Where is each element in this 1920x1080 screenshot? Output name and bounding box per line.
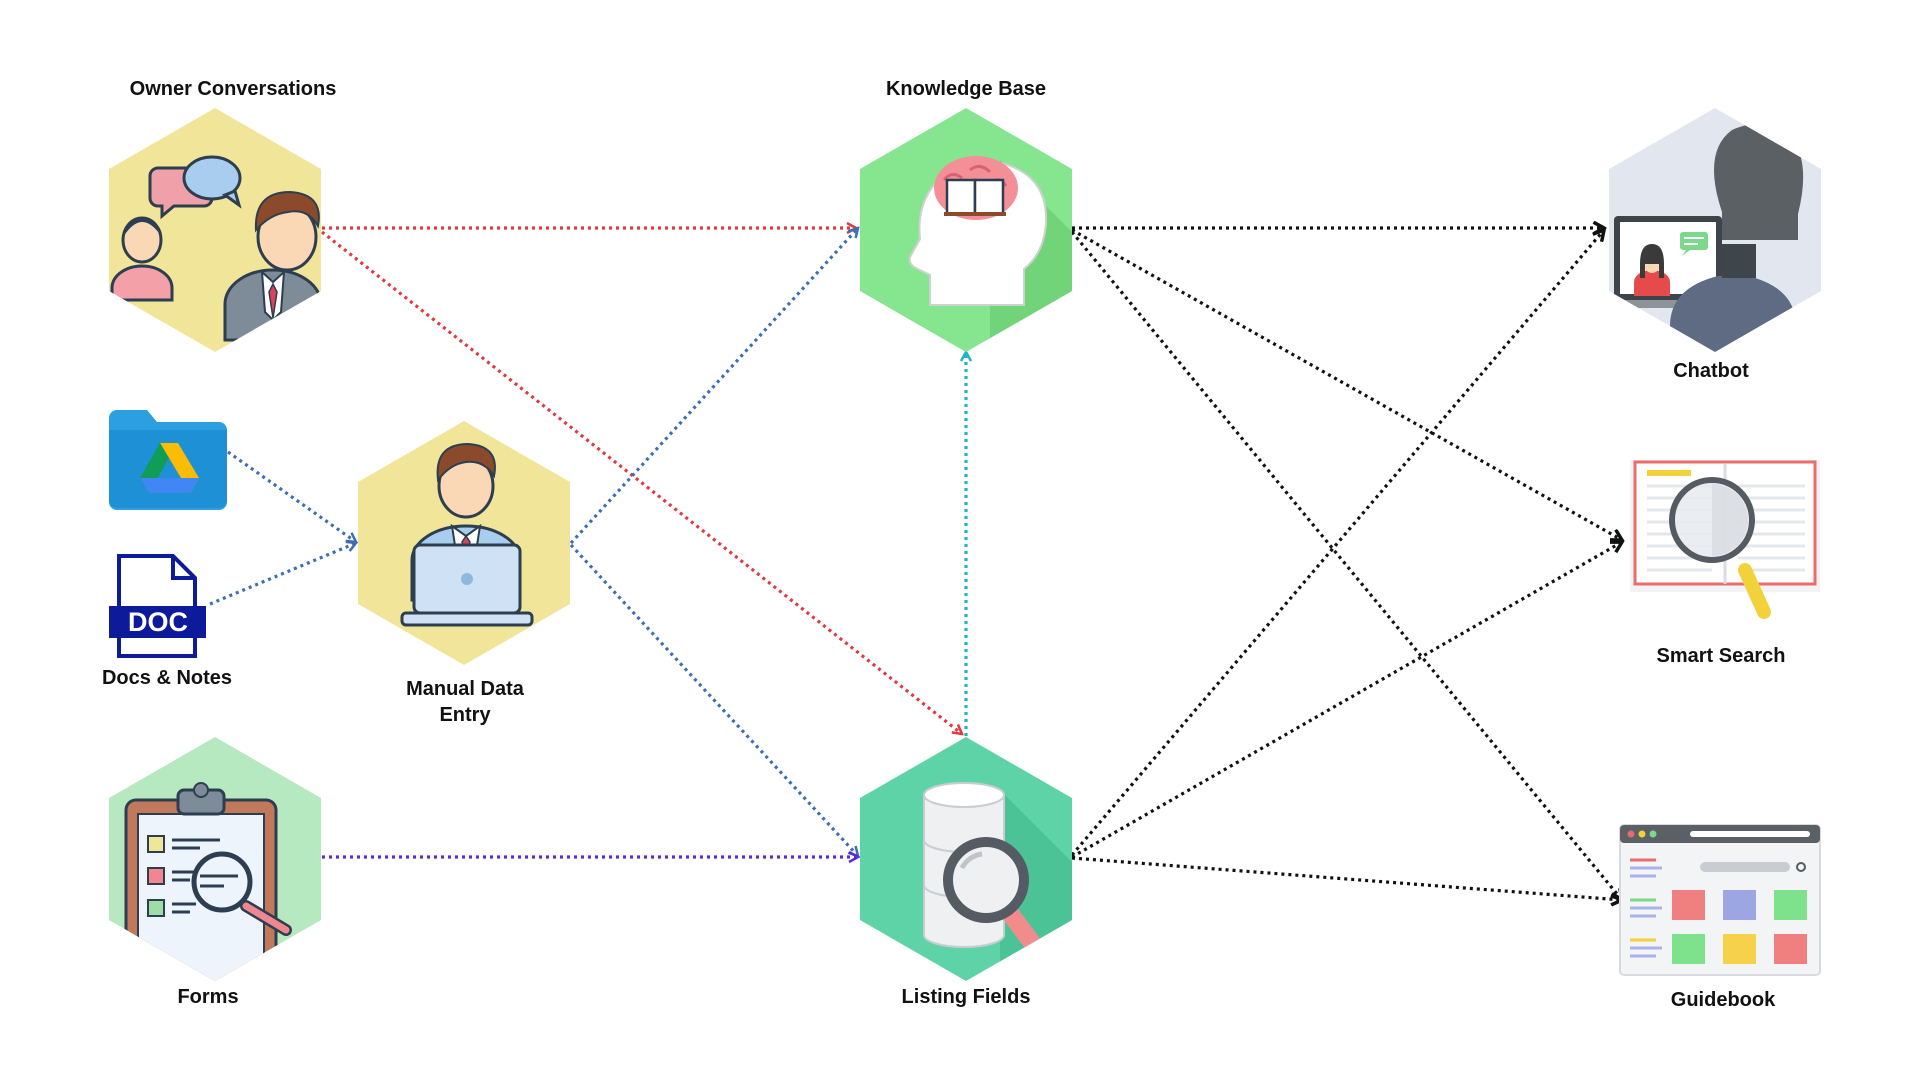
edge-drive-to-manual [227, 450, 356, 542]
edge-knowledge-to-guidebook [1070, 230, 1622, 900]
person-laptop-icon [400, 442, 534, 627]
video-chat-icon [1609, 123, 1804, 352]
guidebook-label: Guidebook [1670, 989, 1776, 1011]
doc-file-icon: DOC [109, 554, 206, 658]
knowledge-base-label: Knowledge Base [885, 78, 1047, 100]
listing-fields-label: Listing Fields [901, 986, 1031, 1008]
edge-listing-to-guidebook [1071, 856, 1622, 900]
book-magnifier-icon [1630, 460, 1820, 619]
conversation-people-icon [110, 155, 321, 342]
forms-label: Forms [177, 986, 239, 1008]
listing-fields-node [860, 737, 1072, 981]
owner-conversations-node [109, 108, 321, 352]
chatbot-node [1609, 108, 1821, 352]
manual-data-entry-label: Manual Data Entry [406, 678, 524, 726]
browser-grid-icon [1619, 824, 1821, 976]
owner-conversations-label: Owner Conversations [129, 78, 337, 100]
edge-owner-to-listing [321, 230, 962, 734]
manual-data-entry-node [358, 421, 570, 665]
doc-badge-text: DOC [128, 607, 188, 637]
docs-notes-label: Docs & Notes [101, 667, 233, 689]
edges [209, 228, 1622, 900]
clipboard-search-icon [124, 782, 292, 981]
edge-docs-to-manual [209, 543, 356, 606]
knowledge-base-node [860, 108, 1072, 352]
smart-search-node [1630, 460, 1820, 619]
edge-listing-to-chatbot [1070, 230, 1604, 857]
edge-manual-to-listing [569, 543, 858, 856]
forms-node [109, 737, 321, 981]
chatbot-label: Chatbot [1673, 360, 1749, 382]
edge-listing-to-search [1071, 542, 1622, 859]
database-search-icon [923, 782, 1072, 981]
smart-search-label: Smart Search [1656, 645, 1786, 667]
guidebook-node [1619, 824, 1821, 976]
google-drive-folder-icon [109, 410, 227, 510]
edge-knowledge-to-search [1071, 228, 1622, 540]
edge-manual-to-knowledge [569, 228, 858, 545]
